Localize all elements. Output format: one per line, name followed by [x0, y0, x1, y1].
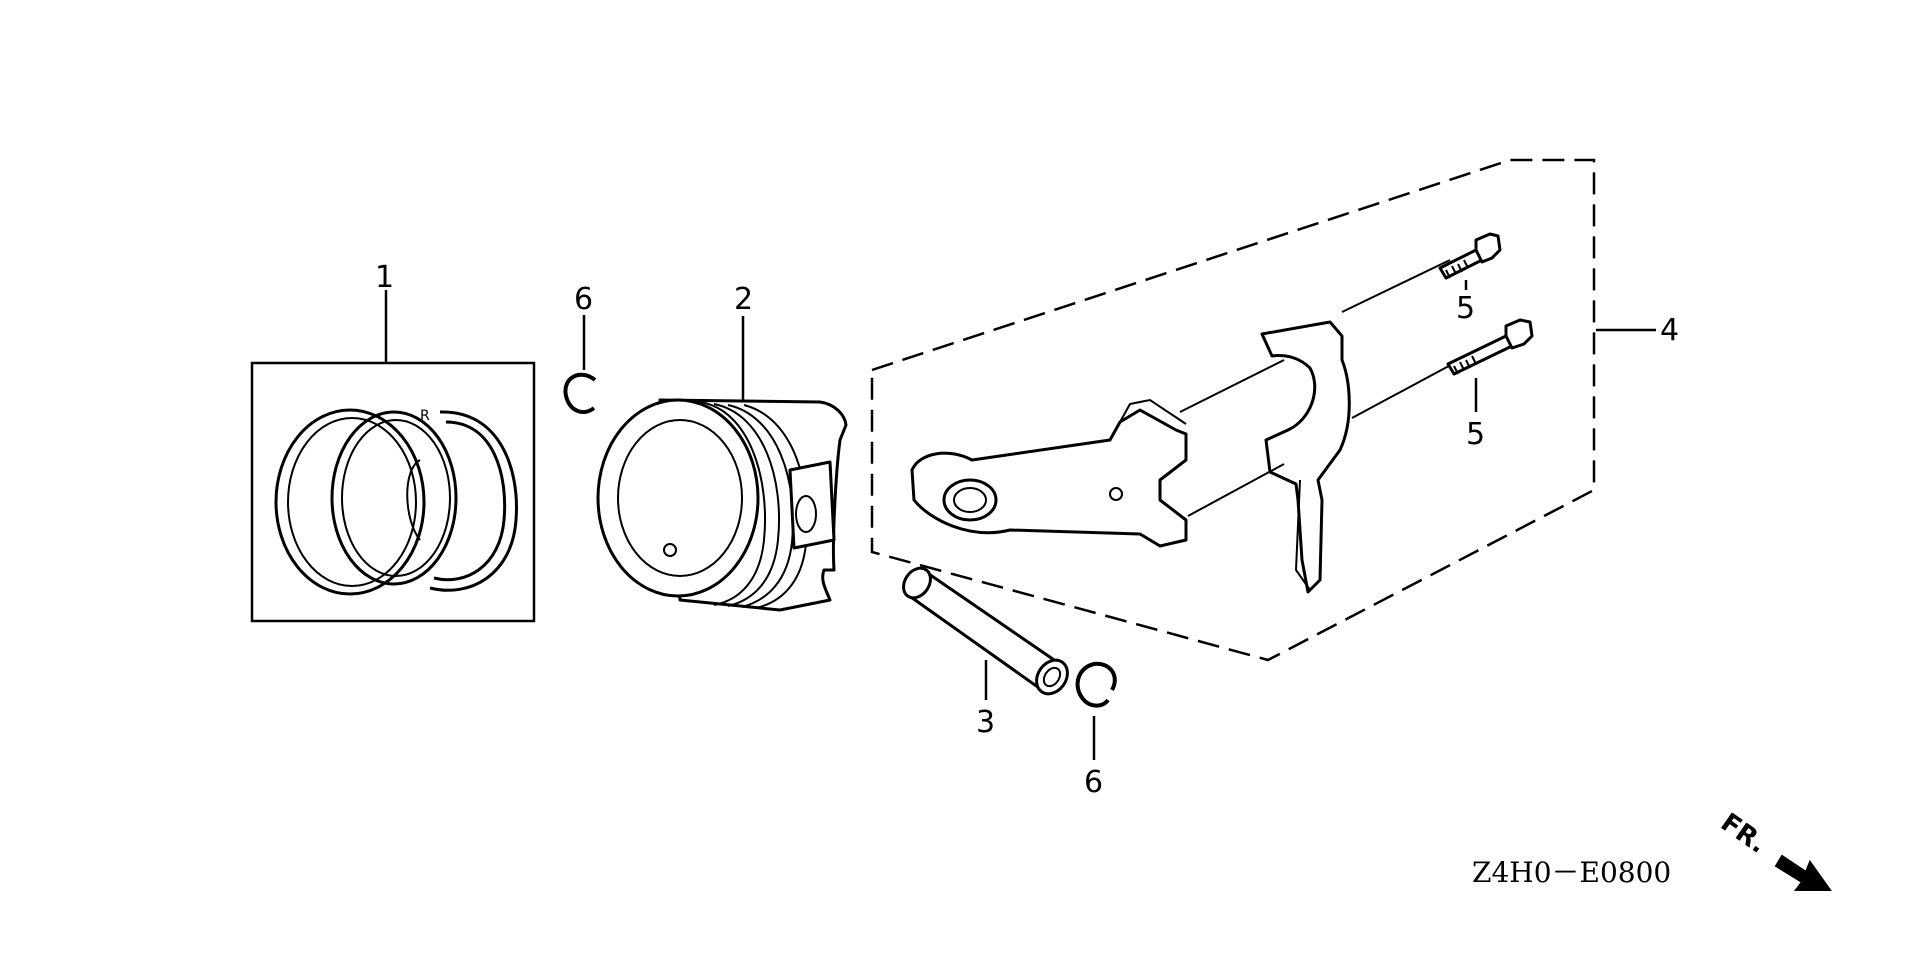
rod-cap-face [1119, 398, 1187, 425]
rod-bolt-lower: 5 [1446, 318, 1534, 452]
pin-end-near-bore [1042, 666, 1062, 688]
direction-arrow-icon [1774, 854, 1832, 891]
pin-hole [795, 495, 817, 533]
pin-boss [788, 460, 836, 550]
piston: 2 [596, 282, 848, 612]
rod-cap-dipper [1294, 479, 1311, 591]
pin-end-far [902, 566, 932, 600]
front-direction-indicator: FR. [1715, 808, 1832, 891]
rod-oil-hole [1109, 487, 1123, 501]
callout-3: 3 [976, 705, 995, 740]
ring-right [429, 410, 518, 592]
callout-1: 1 [375, 260, 394, 295]
diagram-code: Z4H0－E0800 [1472, 856, 1671, 889]
callout-6-upper: 6 [574, 282, 593, 317]
ring-mark: R [420, 408, 430, 424]
rod-bolt-upper: 5 [1438, 232, 1502, 326]
clip-lower-shape [1075, 661, 1117, 708]
bolt-axis-lower [1187, 463, 1285, 517]
bolt-axis-upper [1179, 359, 1285, 413]
pin-end-near [1035, 658, 1069, 696]
bolt-lower-thread [1453, 355, 1477, 375]
piston-pin: 3 [902, 566, 1069, 740]
clip-upper-shape [563, 372, 597, 414]
piston-ring-set: 1 R [250, 260, 536, 623]
rod-cap [1260, 320, 1351, 594]
callout-6-lower: 6 [1084, 765, 1103, 800]
ring-grooves [699, 401, 809, 609]
rod-set-boundary [870, 158, 1596, 662]
rod-small-end-bore [953, 487, 987, 513]
piston-crown-inner [617, 419, 743, 577]
bolt-upper-head [1474, 232, 1502, 264]
bolt-upper-shaft [1438, 248, 1484, 280]
bolt-axis-upper-out [1341, 259, 1451, 313]
ring-middle [330, 410, 458, 586]
bolt-axis-lower-out [1351, 359, 1461, 419]
callout-4: 4 [1660, 313, 1679, 348]
bolt-lower-shaft [1446, 334, 1514, 376]
callout-5-upper: 5 [1456, 291, 1475, 326]
piston-crown [596, 398, 760, 598]
piston-mark [663, 543, 677, 557]
direction-label: FR. [1715, 808, 1772, 860]
bolt-upper-thread [1445, 259, 1469, 279]
bolt-lower-head [1504, 318, 1534, 350]
ring-set-box [250, 361, 536, 623]
callout-5-lower: 5 [1466, 417, 1485, 452]
oil-ring-segment [406, 459, 421, 541]
connecting-rod [910, 408, 1188, 548]
ring-middle-inner [341, 419, 451, 577]
ring-outer-left-inner [287, 417, 417, 587]
piston-pin-clip-lower: 6 [1075, 661, 1117, 800]
rod-small-end [942, 478, 998, 522]
piston-pin-clip-upper: 6 [563, 282, 597, 414]
connecting-rod-set: 4 [870, 158, 1679, 662]
callout-2: 2 [734, 282, 753, 317]
ring-outer-left [274, 408, 426, 596]
